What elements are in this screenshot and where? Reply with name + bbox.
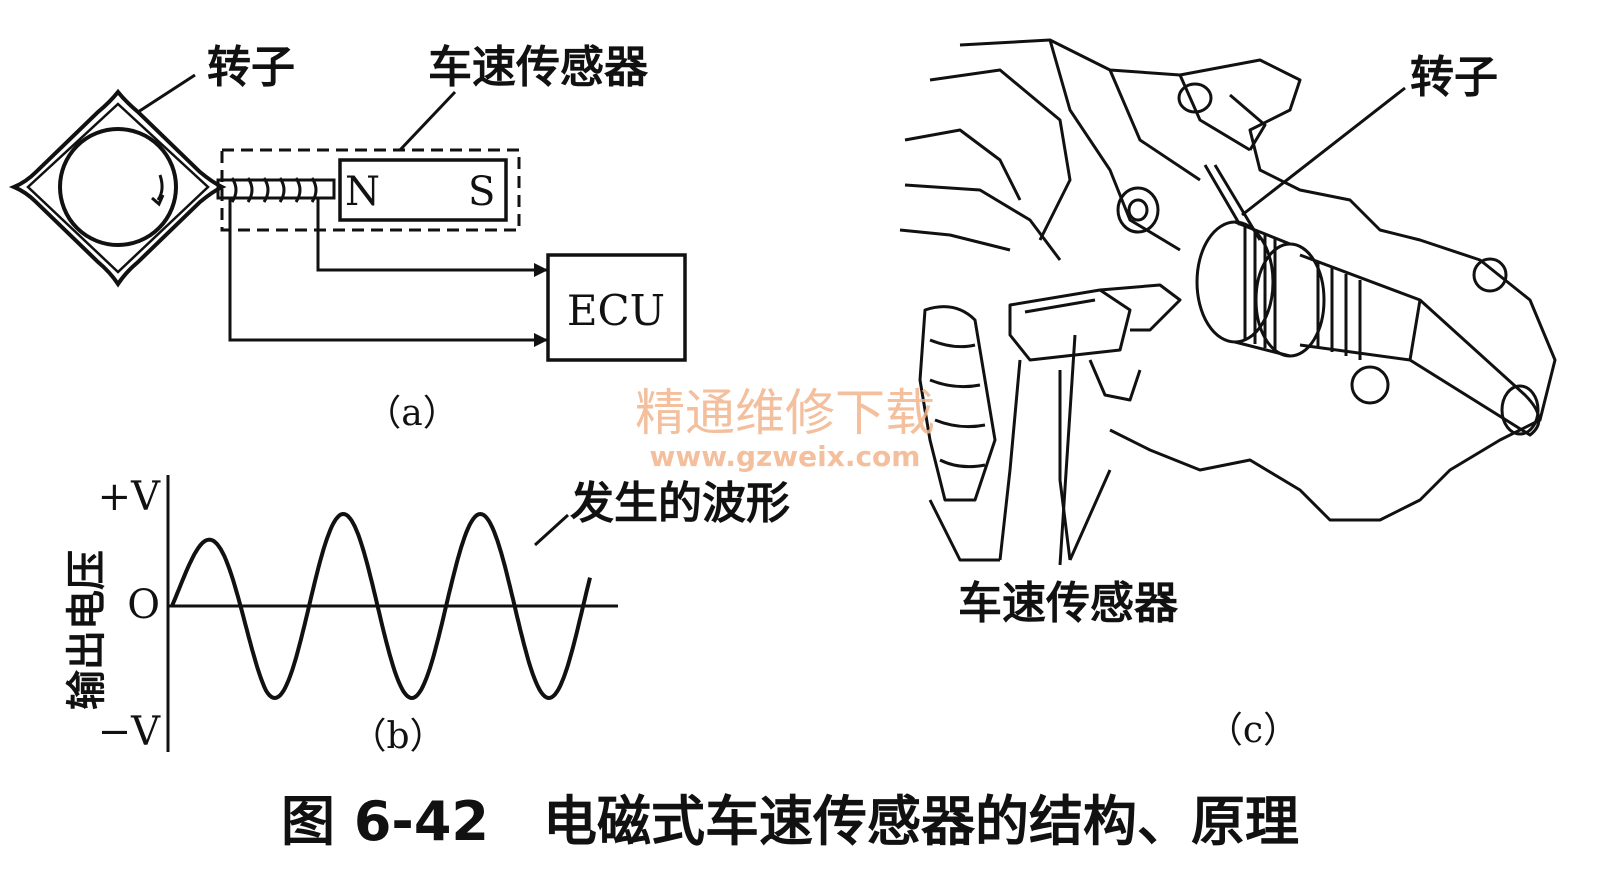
transmission-housing-illustration [899, 38, 1557, 522]
watermark: 精通维修下载 www.gzweix.com [635, 384, 935, 473]
generated-waveform [170, 511, 592, 701]
caption-c: （c） [1207, 710, 1299, 751]
wave-leader-line [533, 513, 570, 547]
rotor-leader-line-c [1241, 86, 1406, 217]
sensor-label-c: 车速传感器 [958, 578, 1179, 629]
output-shaft-illustration [1195, 164, 1541, 437]
magnet-n-label: N [345, 169, 380, 215]
sensor-label-a: 车速传感器 [428, 42, 649, 93]
panel-a: 转子 车速传感器 N S ECU （a） [8, 42, 687, 434]
y-top-label: +V [98, 474, 162, 520]
y-axis-label: 输出电压 [64, 550, 110, 710]
arrow-to-ecu-upper [534, 263, 548, 277]
caption-b: （b） [350, 716, 445, 757]
arrow-to-ecu-lower [534, 333, 548, 347]
y-zero-label: O [127, 582, 160, 628]
sensor-housing-dashed [220, 148, 521, 232]
rotor-label-c: 转子 [1410, 52, 1498, 103]
sensor-leader-line [398, 90, 457, 152]
magnet-s-label: S [468, 169, 495, 215]
panel-c-labels: 转子 车速传感器 （c） [958, 52, 1498, 751]
panel-c [899, 38, 1557, 562]
caption-a: （a） [365, 393, 458, 434]
ecu-label: ECU [567, 286, 665, 335]
permanent-magnet [338, 158, 508, 222]
speed-sensor-illustration [918, 283, 1182, 562]
pickup-coil [216, 177, 336, 203]
rotor-leader-line [137, 73, 196, 114]
ecu-box [546, 253, 687, 362]
rotor-plate [8, 88, 227, 288]
watermark-url: www.gzweix.com [650, 440, 921, 473]
y-bottom-label: −V [98, 709, 162, 755]
wave-label: 发生的波形 [570, 478, 790, 529]
sensor-wires [228, 198, 548, 342]
sensor-leader-line-c [1058, 334, 1077, 566]
figure-caption: 图 6-42 电磁式车速传感器的结构、原理 [281, 790, 1299, 853]
rotor-label-a: 转子 [207, 42, 295, 93]
panel-b: +V O −V 输出电压 发生的波形 （b） [64, 474, 790, 757]
watermark-title: 精通维修下载 [635, 384, 935, 442]
